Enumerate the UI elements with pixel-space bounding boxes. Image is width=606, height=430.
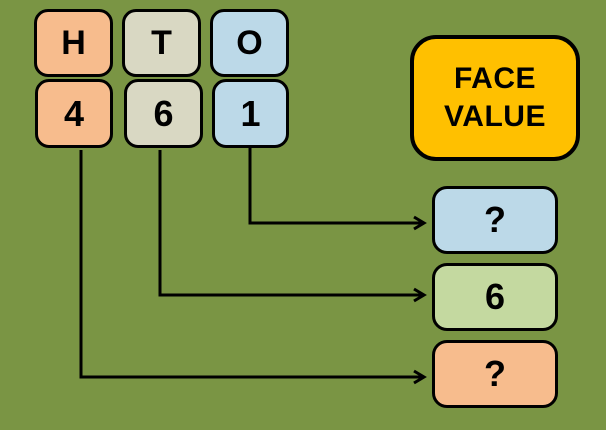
- header-tens-label: T: [151, 23, 172, 62]
- face-value-line2: VALUE: [444, 100, 546, 133]
- answer-box-ones: ?: [432, 186, 558, 254]
- face-value-title-box: FACE VALUE: [410, 35, 580, 161]
- digit-ones-label: 1: [240, 92, 261, 134]
- digit-hundreds-label: 4: [63, 92, 85, 134]
- arrow-tens-to-answer: [158, 150, 427, 303]
- digit-ones: 1: [212, 79, 289, 148]
- header-hundreds-label: H: [61, 23, 86, 62]
- place-value-header-tens: T: [122, 9, 201, 77]
- answer-box-hundreds: ?: [432, 340, 558, 408]
- answer-hundreds-label: ?: [484, 353, 506, 394]
- answer-box-tens: 6: [432, 263, 558, 331]
- face-value-line1: FACE: [453, 62, 536, 95]
- digit-tens-label: 6: [153, 92, 174, 134]
- place-value-header-ones: O: [210, 9, 289, 77]
- answer-ones-label: ?: [484, 199, 506, 240]
- digit-tens: 6: [124, 79, 203, 148]
- digit-hundreds: 4: [35, 79, 113, 148]
- arrow-ones-to-answer: [248, 146, 427, 231]
- answer-tens-label: 6: [484, 276, 506, 317]
- place-value-header-hundreds: H: [34, 9, 113, 77]
- header-ones-label: O: [236, 23, 263, 62]
- arrow-hundreds-to-answer: [79, 150, 427, 385]
